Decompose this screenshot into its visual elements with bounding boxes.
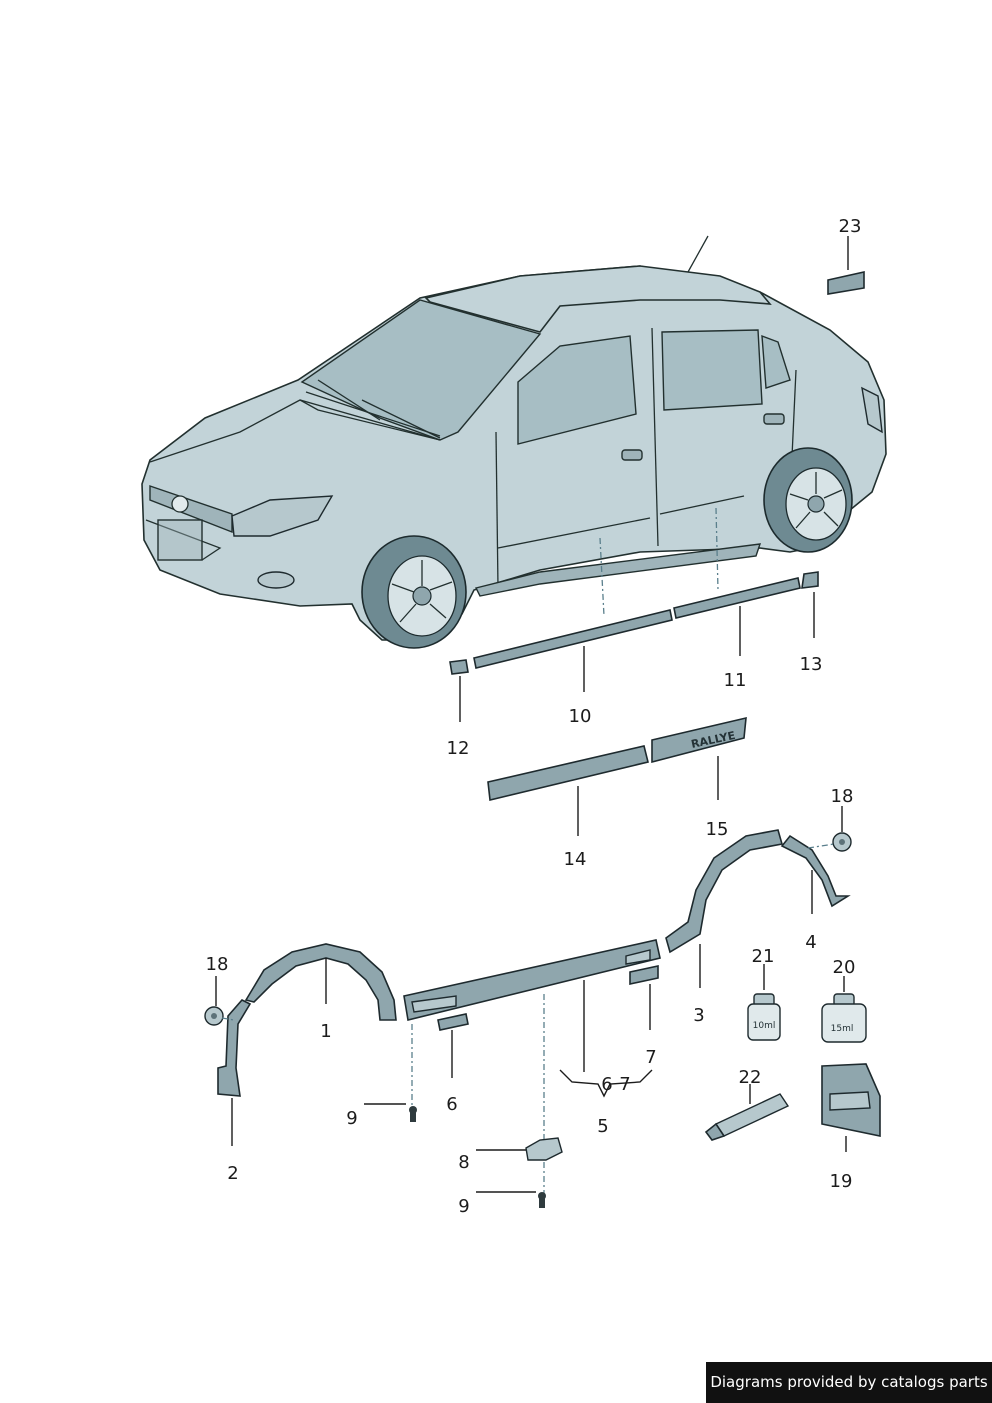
part-18-clip-rear: 18	[807, 786, 854, 852]
part-13-end-cap: 13	[800, 571, 823, 675]
part-18-clip-front: 18	[204, 954, 235, 1026]
callout-9-upper: 9	[346, 1108, 357, 1129]
part-14-trim-strip: 14	[487, 745, 649, 870]
callout-8: 8	[458, 1152, 469, 1173]
callout-10: 10	[569, 706, 592, 727]
callout-13: 13	[800, 654, 823, 675]
callout-11: 11	[724, 670, 747, 691]
callout-7: 7	[645, 1047, 656, 1068]
rear-wheel	[763, 447, 853, 553]
part-19-cleaning-pad: 19	[821, 1063, 881, 1192]
credit-footer: Diagrams provided by catalogs parts	[706, 1362, 992, 1403]
callout-6-group: 6	[601, 1074, 612, 1095]
callout-2: 2	[227, 1163, 238, 1184]
part-20-bottle-large: 20 15ml	[821, 957, 867, 1043]
part-5-side-sill-trim: 5 6 7	[403, 939, 661, 1137]
part-22-tube: 22	[704, 1067, 790, 1141]
part-15-rallye-trim: RALLYE 15	[651, 716, 747, 840]
callout-20: 20	[833, 957, 856, 978]
callout-18-rear: 18	[831, 786, 854, 807]
part-23-plate: 23	[827, 216, 865, 295]
callout-19: 19	[830, 1171, 853, 1192]
callout-1: 1	[320, 1021, 331, 1042]
callout-18-front: 18	[206, 954, 229, 975]
part-8-clip: 8	[458, 994, 563, 1194]
callout-5: 5	[597, 1116, 608, 1137]
part-1-front-wheel-arch: 1	[244, 943, 397, 1042]
callout-7-group: 7	[619, 1074, 630, 1095]
callout-22: 22	[739, 1067, 762, 1088]
callout-4: 4	[805, 932, 816, 953]
part-10-front-door-moulding: 10	[473, 609, 673, 727]
part-11-rear-door-moulding: 11	[673, 577, 801, 691]
callout-21: 21	[752, 946, 775, 967]
callout-6: 6	[446, 1094, 457, 1115]
callout-9-lower: 9	[458, 1196, 469, 1217]
part-21-bottle-small: 21 10ml	[747, 946, 781, 1041]
part-12-end-cap: 12	[447, 659, 470, 759]
front-wheel	[361, 535, 467, 649]
part-4-rear-wheel-arch: 4 3	[665, 829, 851, 1026]
car-illustration	[141, 235, 887, 649]
part-9-screw-lower: 9	[458, 1191, 546, 1217]
part-2-front-arch-extension: 2	[217, 999, 252, 1184]
part-7-sill-end-piece: 7	[629, 965, 659, 1068]
part-6-sill-end-piece: 6	[437, 1013, 469, 1115]
bottle-small-label: 10ml	[753, 1021, 776, 1031]
callout-15: 15	[706, 819, 729, 840]
callout-23: 23	[839, 216, 862, 237]
bottle-large-label: 15ml	[831, 1024, 854, 1034]
part-9-screw-upper: 9	[346, 1024, 417, 1129]
callout-12: 12	[447, 738, 470, 759]
callout-3: 3	[693, 1005, 704, 1026]
callout-14: 14	[564, 849, 587, 870]
